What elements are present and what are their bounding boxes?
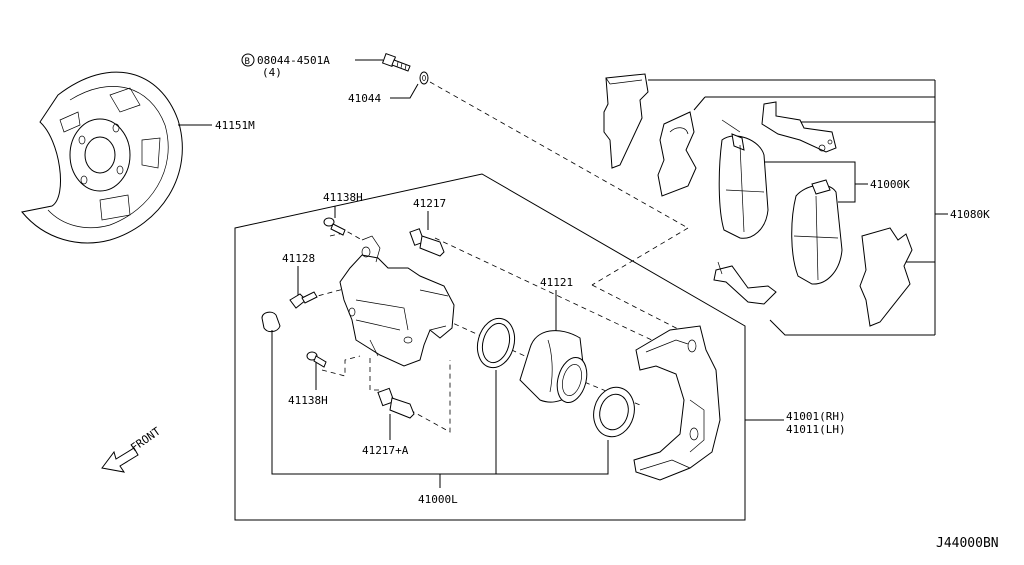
inner-pad-part xyxy=(718,119,769,239)
bleeder-bolt-lower-part xyxy=(306,351,327,368)
bolt-circled-letter: B xyxy=(245,57,250,67)
pad-kit-label: 41080K xyxy=(950,208,990,221)
pad-spring-part xyxy=(713,261,777,305)
inner-shim-part xyxy=(859,227,913,327)
bleeder-part xyxy=(289,291,318,309)
splash-shield-part xyxy=(21,71,183,244)
piston-label: 41121 xyxy=(540,276,573,289)
piston-seal-part xyxy=(476,317,516,369)
outer-pad-part xyxy=(791,179,843,285)
pin-bolt-upper-part xyxy=(409,228,445,257)
caliper-lh-label: 41011(LH) xyxy=(786,423,846,436)
pads-label: 41000K xyxy=(870,178,910,191)
bleeder-label: 41128 xyxy=(282,252,315,265)
bolt-part xyxy=(381,52,411,72)
caliper-body-part xyxy=(339,235,455,367)
bleeder-bolt-lower-label: 41138H xyxy=(288,394,328,407)
dust-boot-part xyxy=(593,386,635,438)
pin-bolt-lower-label: 41217+A xyxy=(362,444,409,457)
seal-kit-label: 41000L xyxy=(418,493,458,506)
pin-bolt-upper-label: 41217 xyxy=(413,197,446,210)
anti-squeal-shim-part xyxy=(657,111,697,197)
diagram-code: J44000BN xyxy=(936,536,999,551)
bleeder-cap-part xyxy=(261,311,281,333)
bolt-qty-label: (4) xyxy=(262,66,282,79)
outer-shim-part xyxy=(603,73,649,169)
caliper-bracket-part xyxy=(633,325,721,481)
piston-part xyxy=(519,330,588,404)
splash-shield-label: 41151M xyxy=(215,119,255,132)
bleeder-bolt-upper-label: 41138H xyxy=(323,191,363,204)
pin-bolt-lower-part xyxy=(377,387,415,419)
front-label: FRONT xyxy=(128,425,163,455)
caliper-rh-label: 41001(RH) xyxy=(786,410,846,423)
bolt-label: 08044-4501A xyxy=(257,54,330,67)
washer-part xyxy=(419,71,429,85)
pad-retainer-clip-part xyxy=(761,101,837,153)
bleeder-bolt-upper-part xyxy=(323,217,346,236)
washer-label: 41044 xyxy=(348,92,381,105)
front-direction-arrow xyxy=(101,447,139,473)
